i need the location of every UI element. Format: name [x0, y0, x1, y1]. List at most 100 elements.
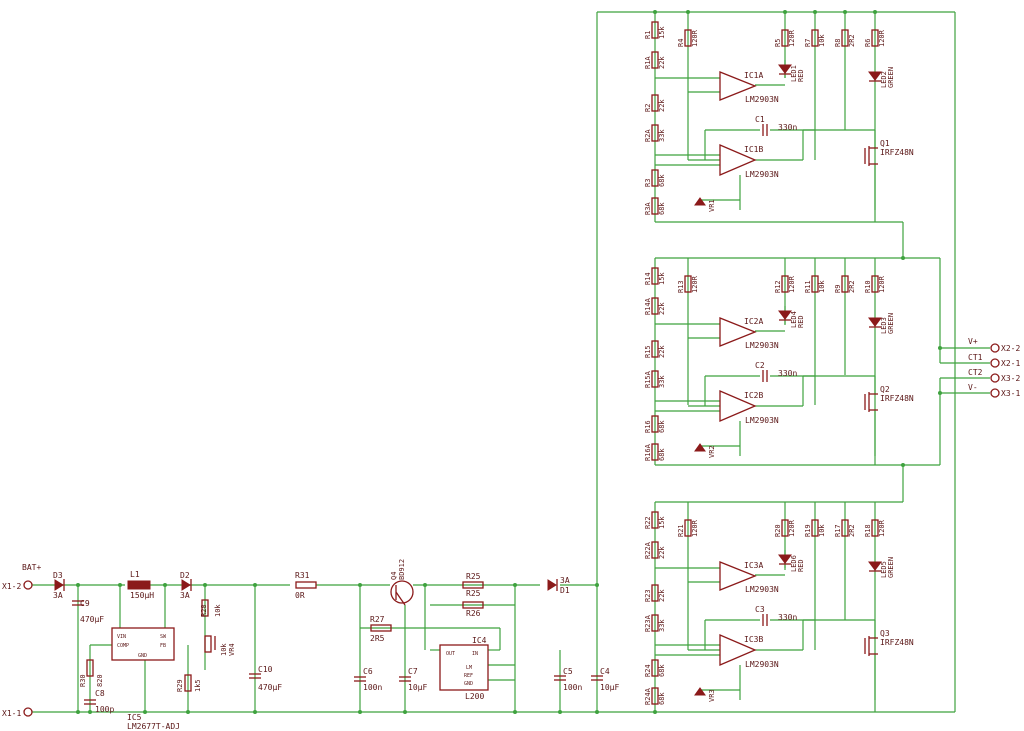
- capacitor-c8[interactable]: C8 100p: [84, 689, 114, 714]
- resistor-r31[interactable]: R31 0R: [295, 571, 317, 600]
- resistor-r25[interactable]: R25 R25: [462, 572, 484, 598]
- inductor-l1[interactable]: L1 150µH: [127, 570, 154, 600]
- connector-x1-1[interactable]: X1-1: [2, 707, 33, 718]
- svg-text:33k: 33k: [658, 375, 666, 388]
- svg-text:SW: SW: [160, 634, 167, 640]
- capacitor-c5[interactable]: C5 100n: [554, 667, 582, 692]
- svg-text:330n: 330n: [778, 369, 797, 378]
- resistor-r29[interactable]: R29 1k5: [176, 674, 202, 692]
- regulator-ic4[interactable]: OUT IN LM REF GND IC4 L200: [439, 636, 489, 701]
- svg-text:Q3: Q3: [880, 629, 890, 638]
- regulator-ic5[interactable]: VIN COMP GND SW FB IC5 LM2677T-ADJ: [111, 627, 180, 731]
- resistor-r30[interactable]: R30 820: [79, 659, 104, 687]
- connector-x3-2[interactable]: X3-2 CT2: [968, 368, 1020, 383]
- svg-text:68k: 68k: [658, 202, 666, 215]
- connector-x3-1[interactable]: X3-1 V-: [968, 383, 1020, 398]
- connector-x2-1[interactable]: X2-1 CT1: [968, 353, 1020, 368]
- reference-vr1[interactable]: VR1: [694, 197, 716, 212]
- reference-vr3[interactable]: VR3: [694, 687, 716, 702]
- svg-text:R19: R19: [804, 524, 812, 537]
- diode-d2[interactable]: D2 3A: [180, 571, 192, 600]
- svg-text:R3: R3: [644, 179, 652, 187]
- resistor-r26[interactable]: R26: [462, 601, 484, 618]
- svg-text:120R: 120R: [878, 275, 886, 293]
- capacitor-c9[interactable]: C9 470µF: [72, 599, 104, 624]
- capacitor-c10[interactable]: C10 470µF: [249, 665, 282, 692]
- resistor-r27[interactable]: R27 2R5: [370, 615, 392, 643]
- diode-d3[interactable]: D3 3A: [53, 571, 65, 600]
- resistor-r28[interactable]: R28 10k: [200, 599, 222, 617]
- transistor-q4[interactable]: Q4 BD912: [390, 559, 414, 606]
- svg-text:15k: 15k: [658, 26, 666, 39]
- potentiometer-vr4[interactable]: VR4 10k: [204, 635, 236, 656]
- svg-text:22k: 22k: [658, 99, 666, 112]
- diode-d1[interactable]: 3A D1: [547, 576, 570, 595]
- capacitor-c7[interactable]: C7 10µF: [399, 667, 427, 692]
- reference-vr2[interactable]: VR2: [694, 443, 716, 458]
- svg-text:C10: C10: [258, 665, 273, 674]
- capacitor-c6[interactable]: C6 100n: [354, 667, 382, 692]
- svg-text:GND: GND: [138, 653, 147, 659]
- svg-text:R23: R23: [644, 589, 652, 602]
- svg-text:R14A: R14A: [644, 297, 652, 315]
- connector-x2-2[interactable]: X2-2 V+: [968, 337, 1020, 353]
- connector-x1-2[interactable]: X1-2 BAT+: [2, 563, 41, 591]
- svg-text:R27: R27: [370, 615, 385, 624]
- svg-text:FB: FB: [160, 643, 166, 649]
- svg-text:10µF: 10µF: [600, 683, 619, 692]
- capacitor-c4[interactable]: C4 10µF: [591, 667, 619, 692]
